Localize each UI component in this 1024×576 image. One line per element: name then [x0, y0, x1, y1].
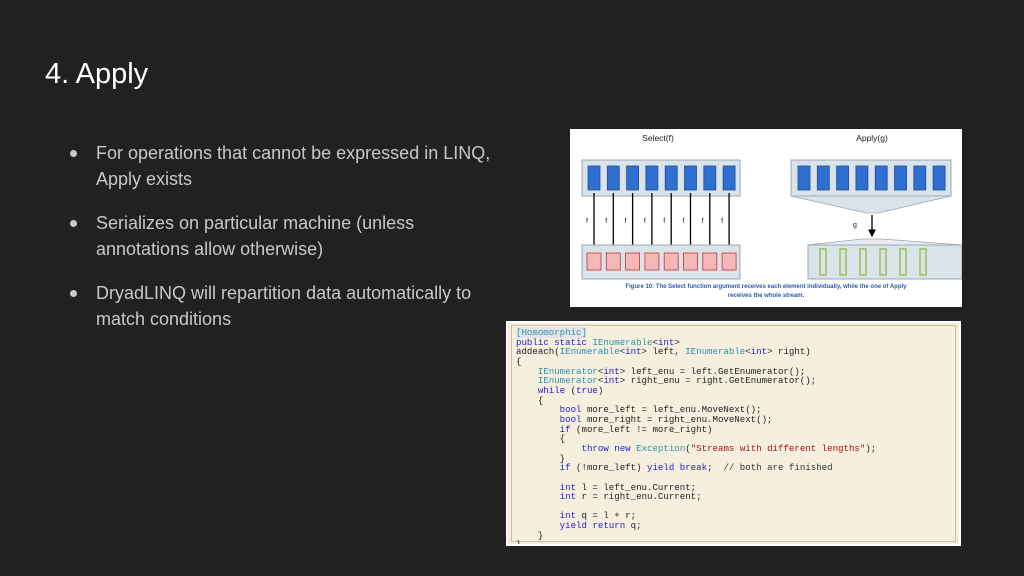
select-input-element: [606, 165, 620, 191]
bullet-dot-icon: [70, 290, 77, 297]
apply-output-element: [819, 248, 827, 276]
f-label: f: [605, 218, 607, 225]
bullet-list: For operations that cannot be expressed …: [70, 140, 510, 350]
select-input-element: [722, 165, 736, 191]
apply-input-element: [836, 165, 850, 191]
bullet-item: For operations that cannot be expressed …: [70, 140, 510, 192]
code-listing: [Homomorphic] public static IEnumerable<…: [506, 321, 961, 546]
code-text: [Homomorphic] public static IEnumerable<…: [516, 327, 877, 546]
slide-title: 4. Apply: [45, 58, 149, 90]
figure-caption-line2: receives the whole stream.: [728, 293, 805, 299]
figure-caption-line1: Figure 10: The Select function argument …: [625, 284, 907, 290]
f-label: f: [625, 218, 627, 225]
figure-diagram: Select(f) Apply(g) Figure 10: The Select…: [581, 133, 962, 299]
f-label: f: [721, 218, 723, 225]
select-output-element: [625, 252, 640, 271]
select-output-element: [586, 252, 602, 271]
apply-output-element: [919, 248, 927, 276]
bullet-text: DryadLINQ will repartition data automati…: [96, 283, 472, 329]
select-input-element: [703, 165, 717, 191]
f-label: f: [683, 218, 685, 225]
select-label: Select(f): [642, 133, 674, 143]
apply-input-element: [913, 165, 927, 191]
bullet-item: Serializes on particular machine (unless…: [70, 210, 510, 262]
select-output-element: [644, 252, 660, 271]
g-label: g: [853, 222, 857, 229]
apply-input-container: [790, 159, 952, 197]
apply-output-element: [879, 248, 887, 276]
bullet-dot-icon: [70, 150, 77, 157]
select-input-element: [626, 165, 639, 191]
select-input-element: [684, 165, 697, 191]
bullet-text: For operations that cannot be expressed …: [96, 143, 491, 189]
apply-input-element: [894, 165, 907, 191]
apply-output-element: [839, 248, 847, 276]
f-label: f: [663, 218, 665, 225]
apply-label: Apply(g): [856, 133, 888, 143]
select-input-element: [664, 165, 678, 191]
f-label: f: [702, 218, 704, 225]
apply-input-element: [932, 165, 946, 191]
select-apply-figure: Select(f) Apply(g) Figure 10: The Select…: [570, 129, 962, 307]
apply-output-element: [899, 248, 907, 276]
select-output-element: [663, 252, 679, 271]
apply-input-element: [855, 165, 869, 191]
select-output-element: [683, 252, 698, 271]
f-label: f: [644, 218, 646, 225]
code-panel: [Homomorphic] public static IEnumerable<…: [511, 325, 956, 544]
select-input-element: [645, 165, 659, 191]
apply-input-element: [816, 165, 830, 191]
apply-input-element: [797, 165, 811, 191]
select-output-element: [605, 252, 621, 271]
select-output-element: [721, 252, 737, 271]
f-label: f: [586, 218, 588, 225]
select-output-element: [702, 252, 718, 271]
apply-output-element: [859, 248, 867, 276]
select-input-element: [587, 165, 601, 191]
bullet-text: Serializes on particular machine (unless…: [96, 213, 415, 259]
bullet-item: DryadLINQ will repartition data automati…: [70, 280, 510, 332]
apply-output-container: [807, 244, 962, 280]
select-input-container: [581, 159, 741, 197]
bullet-dot-icon: [70, 220, 77, 227]
apply-input-element: [874, 165, 888, 191]
apply-funnel: [790, 195, 952, 214]
